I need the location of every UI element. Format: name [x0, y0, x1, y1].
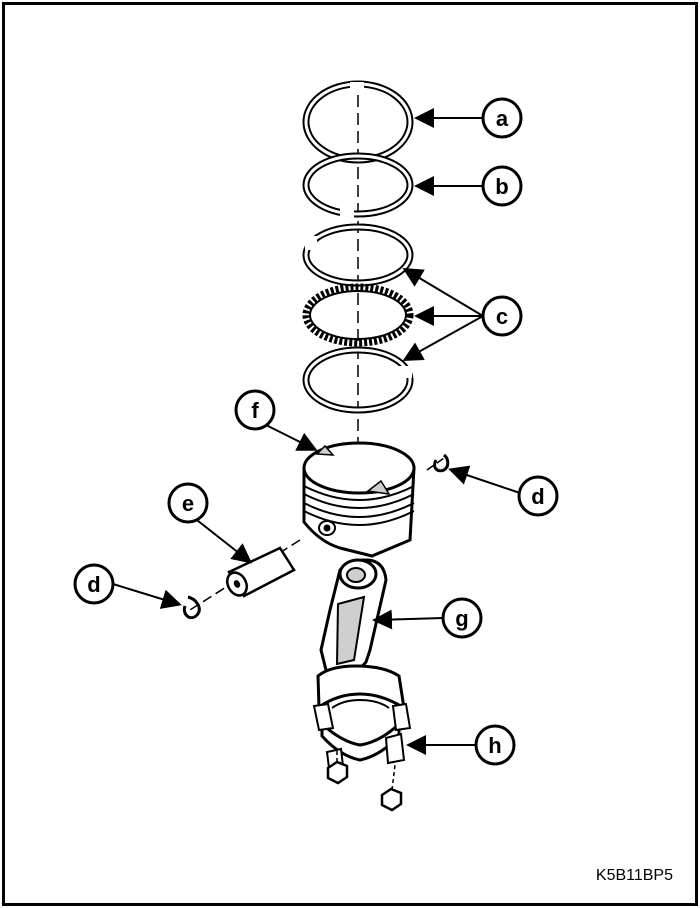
rod-nut-left — [326, 750, 349, 785]
leader-e — [187, 512, 253, 564]
oil-ring-expander — [302, 283, 414, 347]
piston — [302, 441, 416, 558]
callout-a: a — [481, 97, 523, 139]
rod-nut-right — [380, 764, 403, 812]
oil-ring-lower-rail — [302, 346, 414, 414]
leader-c-bottom — [402, 315, 484, 361]
callout-label-d-right: d — [531, 484, 544, 509]
callout-label-f: f — [251, 398, 259, 423]
callout-label-c: c — [496, 304, 508, 329]
callout-b: b — [481, 165, 523, 207]
callout-f: f — [234, 389, 276, 431]
leader-d-right — [448, 465, 521, 494]
leader-d-left — [112, 583, 182, 609]
figure-code: K5B11BP5 — [596, 867, 673, 884]
snap-ring-right — [433, 453, 450, 473]
piston-ring-a — [302, 80, 414, 164]
pin-axis-right — [426, 457, 445, 471]
callout-label-h: h — [488, 733, 501, 758]
callout-h: h — [474, 724, 516, 766]
callout-e: e — [167, 482, 209, 524]
oil-ring-upper-rail — [302, 223, 414, 287]
leader-lines — [112, 108, 521, 755]
callout-d-right: d — [517, 475, 559, 517]
callout-d-left: d — [73, 563, 115, 605]
piston-pin — [226, 546, 296, 598]
callout-label-d-left: d — [87, 572, 100, 597]
callout-label-g: g — [455, 606, 468, 631]
leader-c-top — [402, 267, 484, 317]
callout-g: g — [441, 597, 483, 639]
callout-c: c — [481, 295, 523, 337]
callout-label-a: a — [496, 106, 509, 131]
leader-g — [372, 609, 444, 630]
snap-ring-left — [182, 595, 201, 620]
piston-ring-b — [302, 152, 414, 218]
connecting-rod — [312, 558, 412, 770]
callout-label-e: e — [182, 491, 194, 516]
callout-label-b: b — [495, 174, 508, 199]
